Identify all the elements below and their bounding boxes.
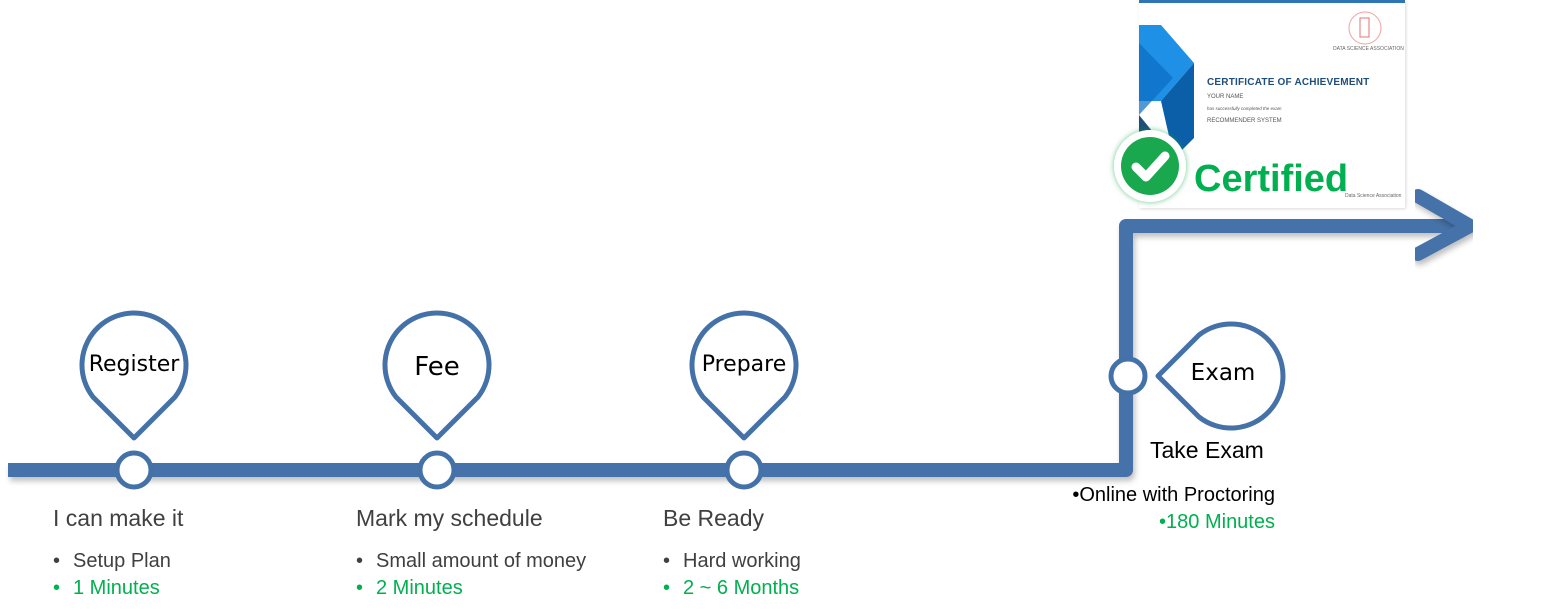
timeline-path xyxy=(8,219,1460,477)
arrow-head-icon xyxy=(1411,189,1477,261)
exam-title: Take Exam xyxy=(1150,437,1264,463)
certificate-heading: CERTIFICATE OF ACHIEVEMENT xyxy=(1207,77,1370,88)
milestone-fee[interactable] xyxy=(417,450,457,490)
step-duration: 1 Minutes xyxy=(53,575,171,602)
pin-exam xyxy=(1155,321,1286,431)
check-circle-icon xyxy=(1114,130,1186,202)
step-title-fee: Mark my schedule xyxy=(356,505,543,531)
certificate-preview: DATA SCIENCE ASSOCIATION CERTIFICATE OF … xyxy=(1139,0,1405,208)
step-detail: Small amount of money xyxy=(356,548,586,575)
step-detail: Hard working xyxy=(663,548,801,575)
pin-label-register: Register xyxy=(88,352,180,377)
pin-fee xyxy=(382,310,492,441)
pin-register xyxy=(79,310,189,441)
pin-prepare xyxy=(689,310,799,441)
step-title-register: I can make it xyxy=(53,505,184,531)
exam-details: •Online with Proctoring •180 Minutes xyxy=(1072,482,1275,536)
pin-label-fee: Fee xyxy=(414,352,460,382)
milestone-register[interactable] xyxy=(114,450,154,490)
certified-label: Certified xyxy=(1194,158,1349,200)
step-title-prepare: Be Ready xyxy=(663,505,765,531)
step-bullets-fee: Small amount of money 2 Minutes xyxy=(356,548,586,602)
step-detail: Setup Plan xyxy=(53,548,171,575)
certificate-completed: has successfully completed the exam xyxy=(1207,106,1282,111)
certificate-subject: RECOMMENDER SYSTEM xyxy=(1207,118,1282,124)
certificate-org-bottom: Data Science Association xyxy=(1345,193,1402,199)
exam-detail: •Online with Proctoring xyxy=(1072,484,1275,506)
certificate-name: YOUR NAME xyxy=(1207,94,1244,100)
exam-duration: •180 Minutes xyxy=(1159,511,1275,533)
milestone-prepare[interactable] xyxy=(724,450,764,490)
milestone-exam[interactable] xyxy=(1108,356,1148,396)
step-bullets-register: Setup Plan 1 Minutes xyxy=(53,548,171,602)
pin-label-prepare: Prepare xyxy=(701,352,787,377)
pin-label-exam: Exam xyxy=(1190,360,1256,386)
step-duration: 2 Minutes xyxy=(356,575,586,602)
step-duration: 2 ~ 6 Months xyxy=(663,575,801,602)
step-bullets-prepare: Hard working 2 ~ 6 Months xyxy=(663,548,801,602)
certificate-org-top: DATA SCIENCE ASSOCIATION xyxy=(1333,46,1404,52)
